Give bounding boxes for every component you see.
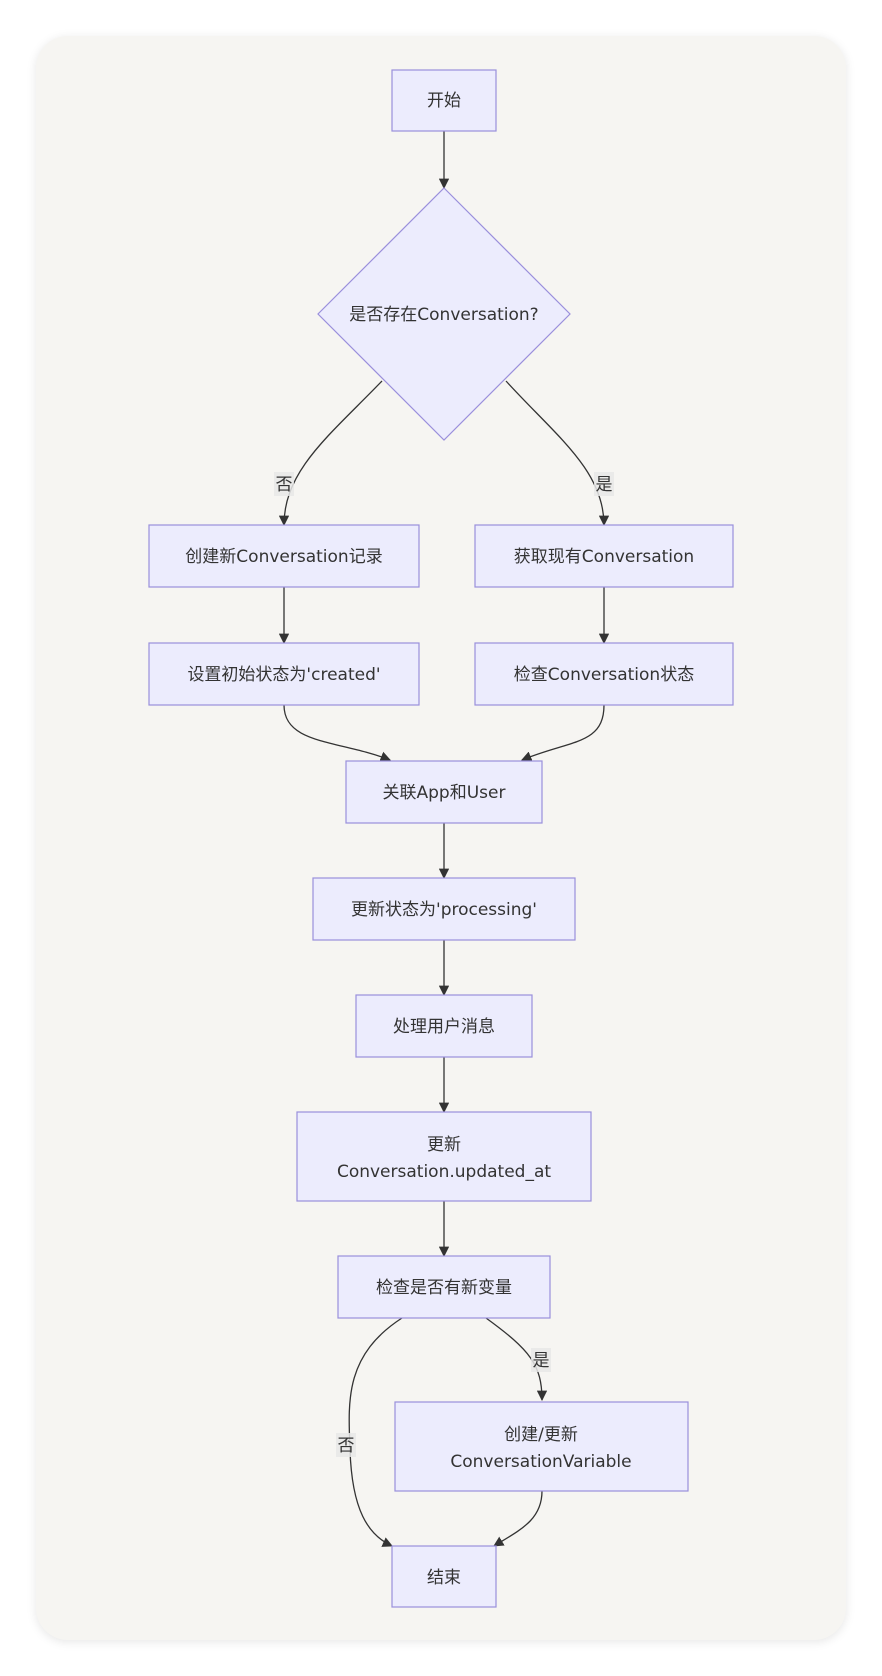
svg-text:是: 是	[596, 475, 613, 495]
svg-text:更新状态为'processing': 更新状态为'processing'	[351, 900, 537, 920]
node-check-new-vars: 检查是否有新变量	[337, 1255, 551, 1319]
svg-text:否: 否	[338, 1436, 355, 1456]
node-start: 开始	[391, 69, 497, 132]
edge-label-yes-2: 是	[531, 1348, 551, 1372]
node-associate: 关联App和User	[345, 760, 543, 824]
node-decision-exists: 是否存在Conversation?	[317, 187, 571, 441]
edge-check-to-associate	[521, 704, 605, 762]
node-end: 结束	[391, 1545, 497, 1608]
edge-decision-to-get	[505, 380, 610, 527]
edge-checkvars-to-createvar	[485, 1317, 548, 1402]
edge-label-yes-1: 是	[594, 472, 614, 496]
node-check-status: 检查Conversation状态	[474, 642, 734, 706]
svg-text:更新: 更新	[427, 1135, 461, 1155]
node-create-conversation: 创建新Conversation记录	[148, 524, 420, 588]
edge-decision-to-create	[278, 380, 383, 527]
svg-text:开始: 开始	[427, 91, 461, 111]
svg-text:设置初始状态为'created': 设置初始状态为'created'	[187, 665, 380, 685]
svg-text:获取现有Conversation: 获取现有Conversation	[514, 547, 694, 567]
svg-text:处理用户消息: 处理用户消息	[393, 1017, 495, 1037]
svg-text:关联App和User: 关联App和User	[383, 783, 506, 803]
edges	[278, 131, 610, 1547]
node-set-initial-status: 设置初始状态为'created'	[148, 642, 420, 706]
edge-createvar-to-end	[493, 1490, 543, 1547]
svg-text:是否存在Conversation?: 是否存在Conversation?	[349, 305, 538, 325]
svg-text:检查是否有新变量: 检查是否有新变量	[376, 1278, 512, 1298]
node-create-var: 创建/更新 ConversationVariable	[394, 1401, 689, 1492]
svg-text:结束: 结束	[427, 1568, 461, 1588]
svg-text:创建/更新: 创建/更新	[504, 1425, 578, 1445]
edge-label-no-2: 否	[336, 1433, 356, 1457]
node-update-processing: 更新状态为'processing'	[312, 877, 576, 941]
svg-text:是: 是	[533, 1351, 550, 1371]
edge-set-to-associate	[283, 704, 391, 762]
node-get-existing: 获取现有Conversation	[474, 524, 734, 588]
node-handle-message: 处理用户消息	[355, 994, 533, 1058]
svg-text:创建新Conversation记录: 创建新Conversation记录	[185, 547, 382, 567]
svg-text:ConversationVariable: ConversationVariable	[450, 1452, 631, 1472]
svg-text:否: 否	[276, 475, 293, 495]
svg-text:Conversation.updated_at: Conversation.updated_at	[337, 1162, 551, 1182]
node-update-at: 更新 Conversation.updated_at	[296, 1111, 592, 1202]
svg-text:检查Conversation状态: 检查Conversation状态	[514, 665, 694, 685]
edge-label-no-1: 否	[274, 472, 294, 496]
edge-checkvars-to-end	[348, 1317, 403, 1547]
